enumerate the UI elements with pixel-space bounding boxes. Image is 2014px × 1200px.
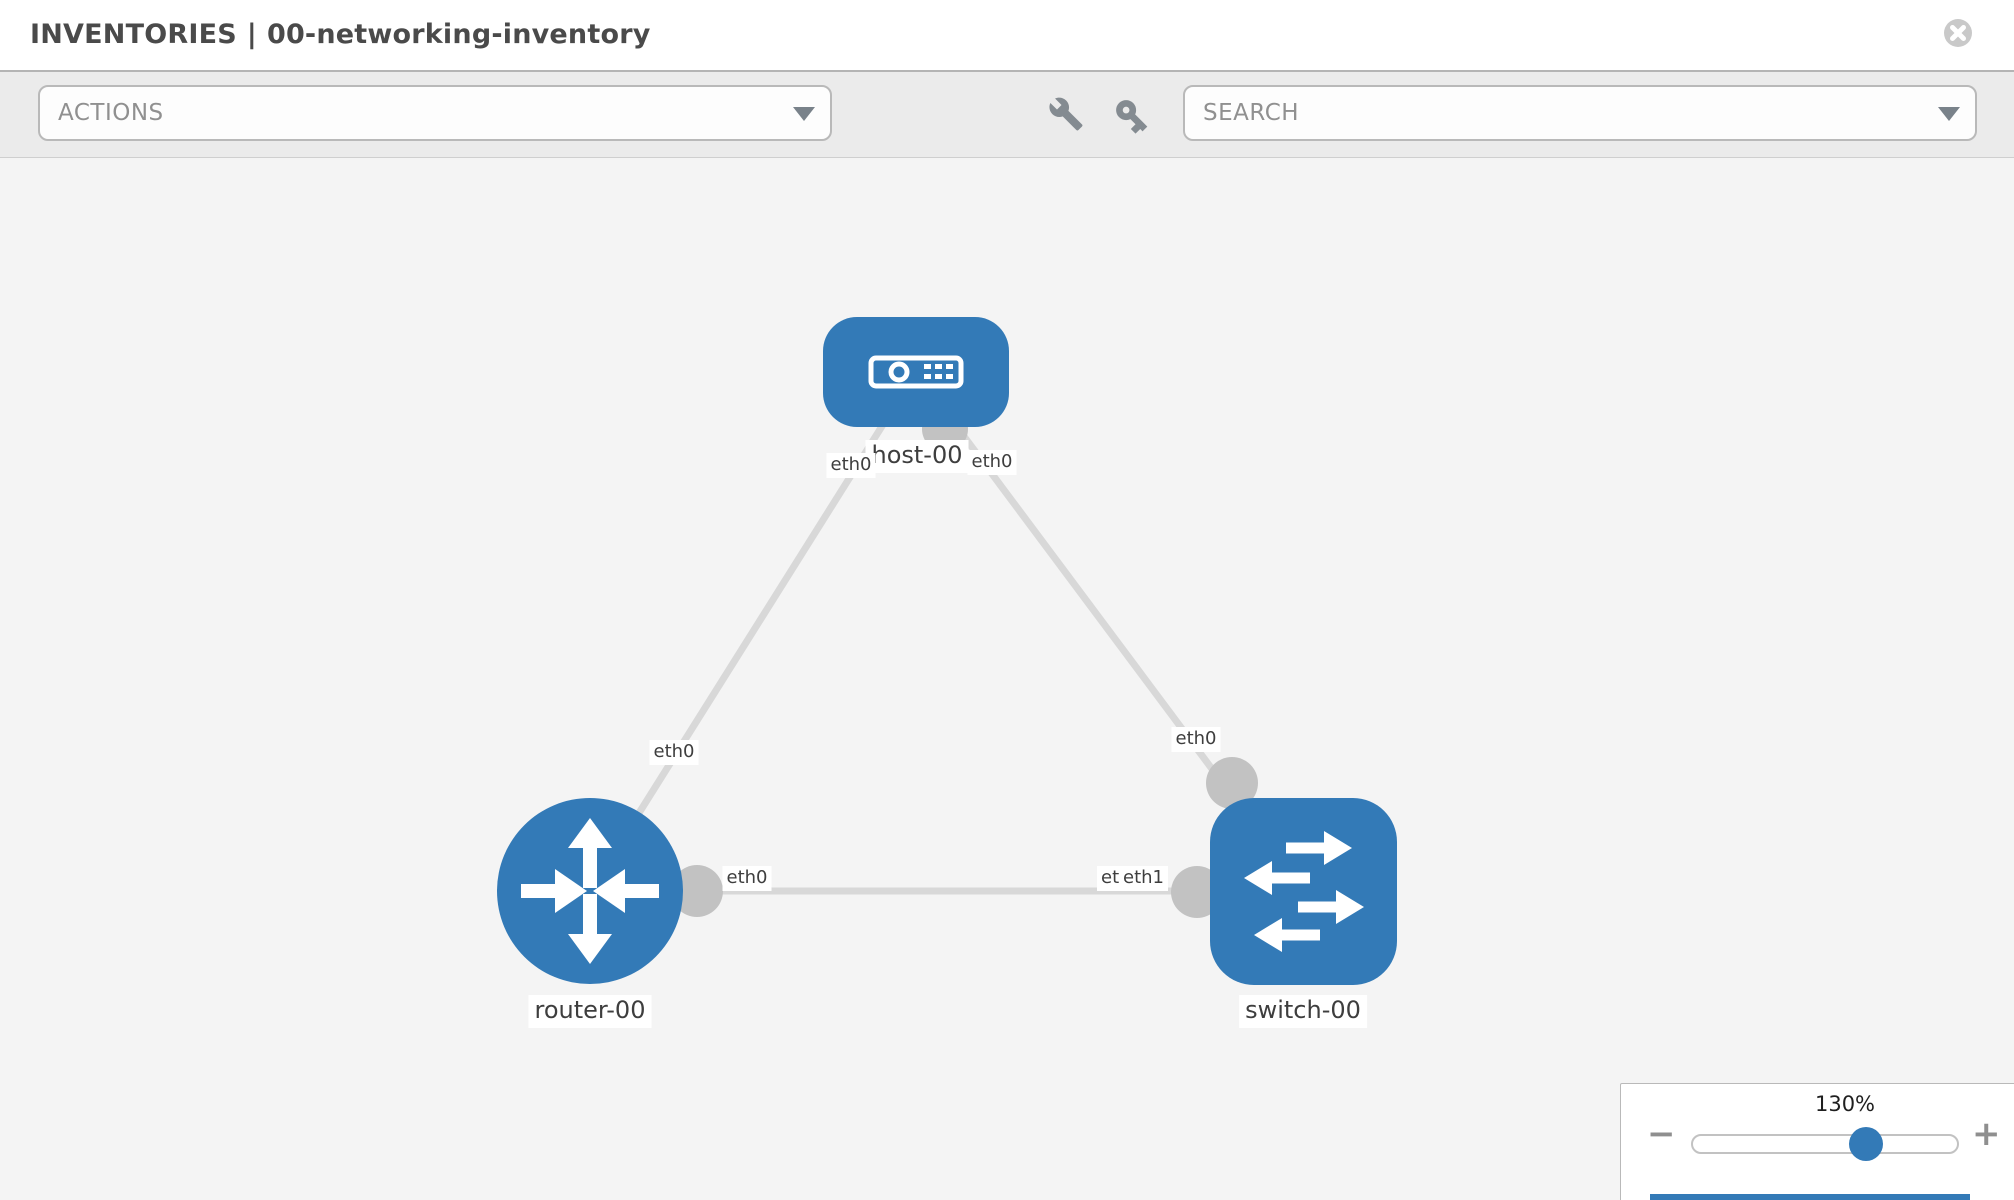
topology-canvas[interactable] <box>0 159 2014 1200</box>
chevron-down-icon <box>1938 107 1960 121</box>
host-icon <box>868 355 964 389</box>
interface-label: eth0 <box>722 866 772 891</box>
interface-label: eth0 <box>826 453 876 478</box>
actions-dropdown[interactable]: ACTIONS <box>38 85 832 141</box>
node-label-switch: switch-00 <box>1239 995 1367 1028</box>
wrench-icon <box>1049 97 1083 131</box>
inventory-name: 00-networking-inventory <box>266 19 651 50</box>
router-icon <box>521 818 659 964</box>
zoom-out-button[interactable]: − <box>1647 1114 1676 1154</box>
node-label-host: host-00 <box>865 440 969 473</box>
interface-label: eth0 <box>1171 727 1221 752</box>
key-button-partial[interactable] <box>1650 1194 1970 1200</box>
chevron-down-icon <box>793 107 815 121</box>
node-switch[interactable] <box>1210 798 1397 985</box>
interface-label: eth0 <box>649 740 699 765</box>
topology-svg <box>497 317 1397 985</box>
zoom-level-value: 130% <box>1814 1092 1876 1116</box>
zoom-slider-track[interactable] <box>1691 1127 1959 1161</box>
search-dropdown-label: SEARCH <box>1203 100 1300 126</box>
search-dropdown[interactable]: SEARCH <box>1183 85 1977 141</box>
close-icon <box>1944 19 1972 47</box>
page-title-section: INVENTORIES <box>30 19 237 50</box>
header-bar: INVENTORIES | 00-networking-inventory <box>0 0 2014 72</box>
zoom-in-button[interactable]: + <box>1972 1114 2001 1154</box>
switch-icon <box>1244 831 1364 952</box>
interface-label: eth0 <box>967 450 1017 475</box>
credentials-button[interactable] <box>1112 96 1150 134</box>
zoom-panel: 130% − + <box>1620 1083 2014 1200</box>
interface-bubble-router <box>671 865 723 917</box>
close-button[interactable] <box>1943 18 1973 48</box>
page-title-separator: | <box>246 19 257 50</box>
zoom-slider-handle[interactable] <box>1849 1127 1883 1161</box>
toolbar: ACTIONS SEARCH <box>0 72 2014 158</box>
interface-label: eth1 <box>1119 866 1168 891</box>
tools-button[interactable] <box>1048 96 1086 134</box>
node-router[interactable] <box>497 798 683 984</box>
interface-bubble-switch-top <box>1206 757 1258 809</box>
node-host[interactable] <box>823 317 1009 427</box>
node-label-router: router-00 <box>528 995 652 1028</box>
page-title: INVENTORIES | 00-networking-inventory <box>30 0 651 70</box>
actions-dropdown-label: ACTIONS <box>58 100 164 126</box>
key-icon <box>1116 100 1148 134</box>
